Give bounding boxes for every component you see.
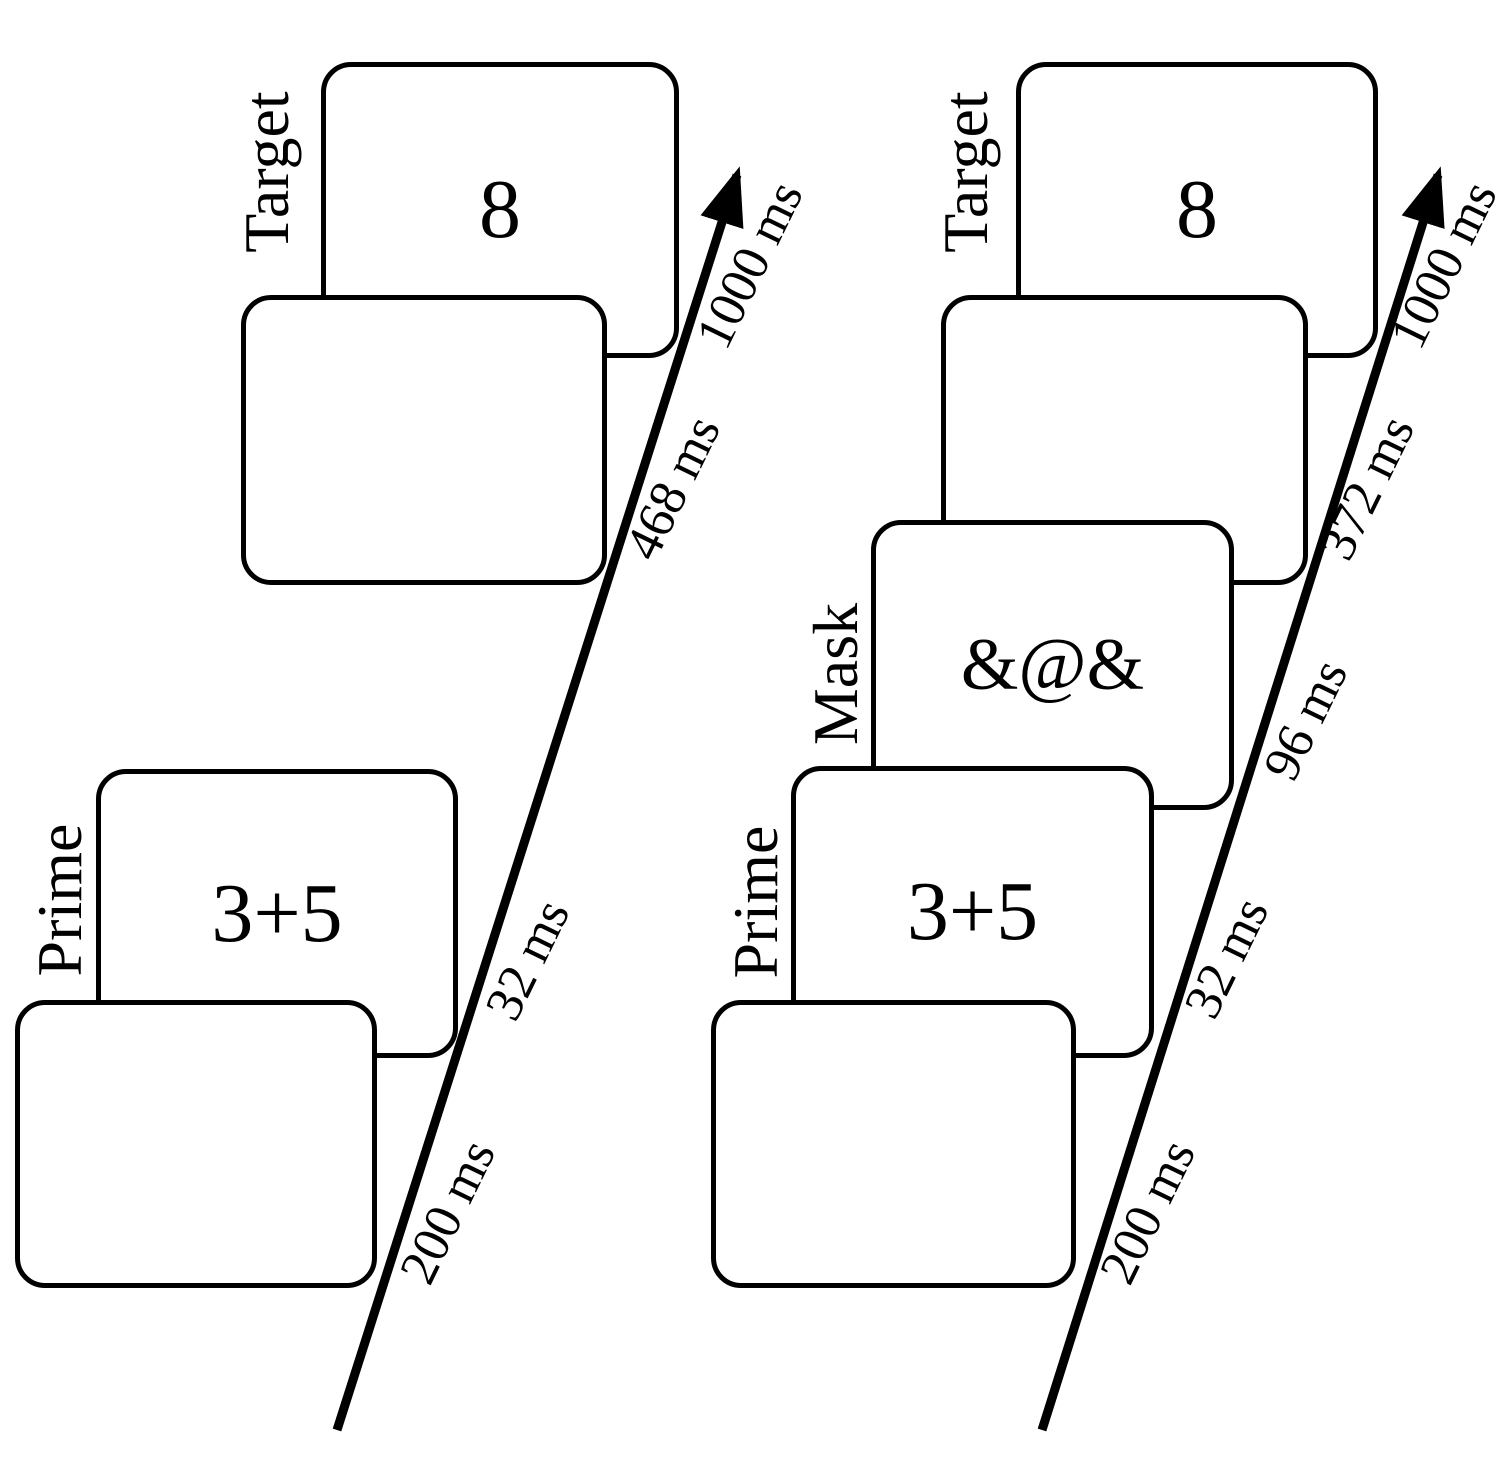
duration-label: 200 ms <box>389 1131 507 1293</box>
target-label: Target <box>930 91 1001 253</box>
blank-screen-card <box>241 295 607 585</box>
mask-label: Mask <box>800 602 871 746</box>
duration-label: 96 ms <box>1252 651 1360 789</box>
prime-stimulus-text: 3+5 <box>211 866 343 960</box>
target-label: Target <box>231 91 302 253</box>
duration-label: 372 ms <box>1308 407 1426 569</box>
target-stimulus-text: 8 <box>479 163 521 256</box>
mask-stimulus-text: &@& <box>960 624 1145 706</box>
prime-label: Prime <box>24 823 95 977</box>
prime-stimulus-text: 3+5 <box>906 865 1039 958</box>
duration-label: 32 ms <box>1173 889 1281 1027</box>
prime-label: Prime <box>720 825 791 979</box>
duration-label: 468 ms <box>614 407 732 569</box>
duration-label: 32 ms <box>474 891 582 1029</box>
blank-screen-card <box>15 1000 377 1288</box>
blank-screen-card <box>711 1000 1076 1288</box>
duration-label: 200 ms <box>1089 1131 1207 1293</box>
duration-label: 1000 ms <box>1379 172 1506 358</box>
duration-label: 1000 ms <box>685 172 815 358</box>
target-stimulus-text: 8 <box>1176 163 1218 256</box>
